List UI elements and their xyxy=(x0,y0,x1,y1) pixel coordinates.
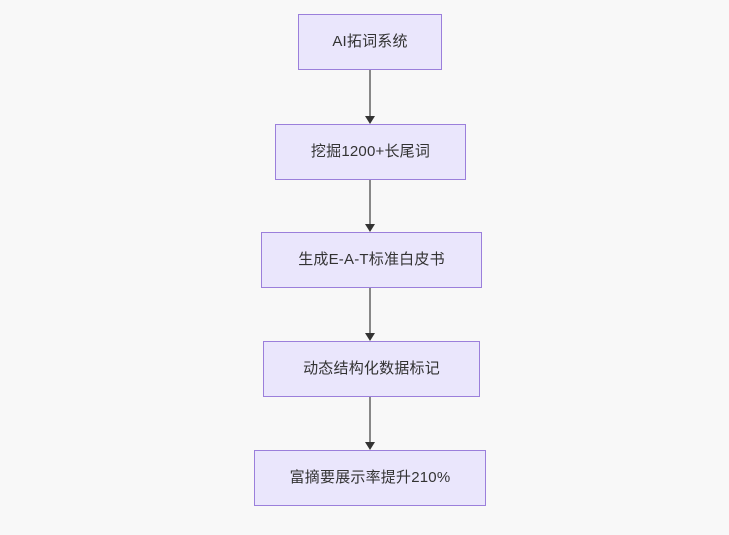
flow-edge-line xyxy=(369,180,371,224)
flow-node-label: 生成E-A-T标准白皮书 xyxy=(298,251,445,268)
arrowhead-icon xyxy=(365,224,375,232)
flow-edge xyxy=(365,180,375,232)
flow-edge-line xyxy=(369,288,371,333)
flow-edge xyxy=(365,70,375,124)
flow-edge xyxy=(365,397,375,450)
arrowhead-icon xyxy=(365,333,375,341)
flow-node-n5[interactable]: 富摘要展示率提升210% xyxy=(254,450,486,506)
flow-edge-line xyxy=(369,70,371,116)
flow-node-n2[interactable]: 挖掘1200+长尾词 xyxy=(275,124,466,180)
flow-node-n1[interactable]: AI拓词系统 xyxy=(298,14,442,70)
flow-node-label: 挖掘1200+长尾词 xyxy=(310,143,431,160)
flow-node-n4[interactable]: 动态结构化数据标记 xyxy=(263,341,480,397)
flow-edge xyxy=(365,288,375,341)
flow-node-label: 动态结构化数据标记 xyxy=(303,360,440,377)
arrowhead-icon xyxy=(365,442,375,450)
flow-node-label: 富摘要展示率提升210% xyxy=(289,469,451,486)
flow-node-label: AI拓词系统 xyxy=(332,33,408,50)
arrowhead-icon xyxy=(365,116,375,124)
flow-edge-line xyxy=(369,397,371,442)
flow-node-n3[interactable]: 生成E-A-T标准白皮书 xyxy=(261,232,482,288)
